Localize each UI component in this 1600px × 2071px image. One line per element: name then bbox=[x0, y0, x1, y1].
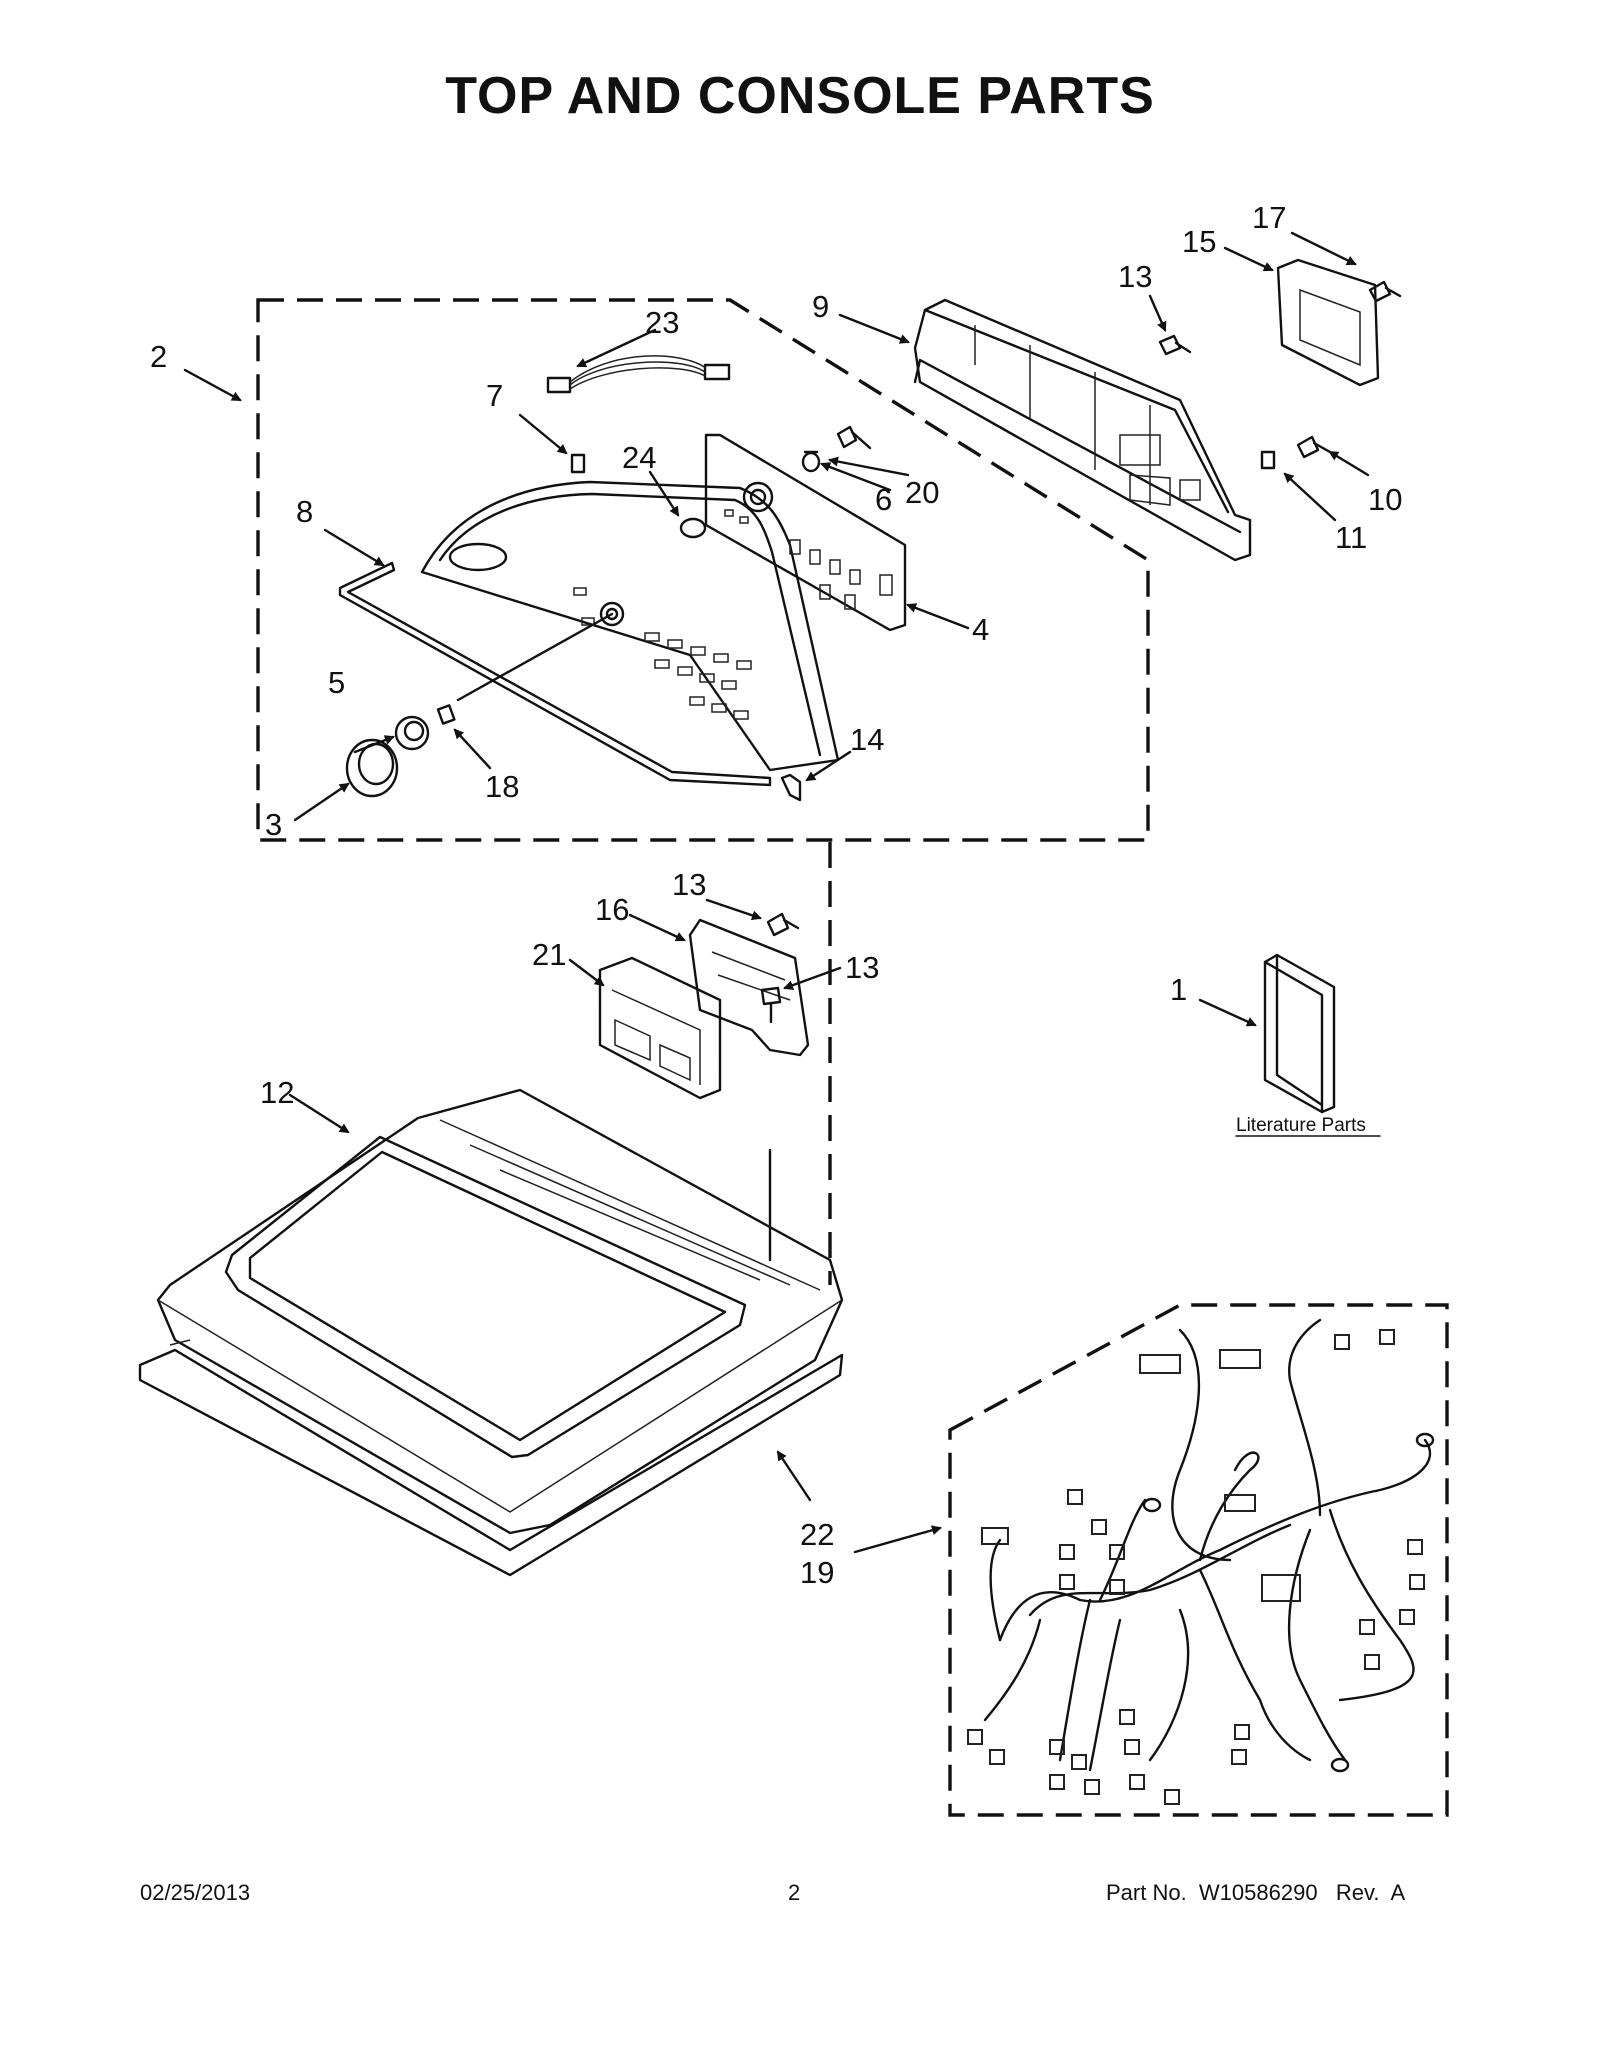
page-title: TOP AND CONSOLE PARTS bbox=[445, 67, 1155, 125]
light-pipe-ring bbox=[679, 517, 707, 539]
callout-10: 10 bbox=[1368, 482, 1402, 517]
console-back bbox=[913, 298, 1252, 562]
bracket bbox=[1276, 258, 1380, 387]
callout-12: 12 bbox=[260, 1075, 294, 1110]
knob bbox=[345, 738, 399, 798]
mounting-plate bbox=[688, 918, 810, 1057]
callout-2: 2 bbox=[150, 339, 167, 374]
callout-18: 18 bbox=[485, 769, 519, 804]
console-group-boundary bbox=[256, 298, 1150, 842]
literature-parts-label: Literature Parts bbox=[1236, 1115, 1366, 1136]
top-gasket bbox=[138, 1348, 844, 1577]
screw bbox=[760, 986, 782, 1024]
callout-20: 20 bbox=[905, 475, 939, 510]
callout-22: 22 bbox=[800, 1517, 834, 1552]
control-board bbox=[598, 956, 722, 1100]
callout-24: 24 bbox=[622, 440, 656, 475]
top-panel bbox=[156, 1088, 844, 1535]
callout-16: 16 bbox=[595, 892, 629, 927]
callout-23: 23 bbox=[645, 305, 679, 340]
callout-5: 5 bbox=[328, 665, 345, 700]
callout-7: 7 bbox=[486, 378, 503, 413]
screw bbox=[1158, 334, 1192, 356]
knob-nut bbox=[394, 715, 430, 751]
spacer bbox=[436, 704, 456, 725]
callout-8: 8 bbox=[296, 494, 313, 529]
callout-4: 4 bbox=[972, 612, 989, 647]
footer-part-number: Part No. W10586290 Rev. A bbox=[1106, 1880, 1406, 1905]
wire-clip bbox=[780, 773, 802, 802]
literature-parts-book bbox=[1263, 953, 1336, 1114]
callout-21: 21 bbox=[532, 937, 566, 972]
wire-harness-small bbox=[546, 355, 731, 394]
callout-labels: 1 2 3 4 5 6 7 8 9 10 11 12 13 13 13 14 1… bbox=[150, 200, 1402, 1590]
console-trim bbox=[338, 561, 772, 787]
callout-3: 3 bbox=[265, 807, 282, 842]
console-cover bbox=[420, 480, 840, 772]
encoder bbox=[801, 450, 821, 473]
footer-date: 02/25/2013 bbox=[140, 1880, 251, 1905]
callout-14: 14 bbox=[850, 722, 884, 757]
clip bbox=[1260, 450, 1276, 470]
screw bbox=[766, 912, 800, 937]
callout-17: 17 bbox=[1252, 200, 1286, 235]
callout-6: 6 bbox=[875, 482, 892, 517]
screw bbox=[1368, 280, 1402, 303]
connector bbox=[570, 453, 586, 474]
callout-1: 1 bbox=[1170, 972, 1187, 1007]
callout-13-middle: 13 bbox=[672, 867, 706, 902]
callout-13-right: 13 bbox=[845, 950, 879, 985]
callout-19: 19 bbox=[800, 1555, 834, 1590]
callout-13-top: 13 bbox=[1118, 259, 1152, 294]
callout-9: 9 bbox=[812, 289, 829, 324]
callout-11: 11 bbox=[1335, 520, 1367, 555]
harness-group-boundary bbox=[948, 1303, 1449, 1817]
screw bbox=[836, 425, 872, 450]
callout-15: 15 bbox=[1182, 224, 1216, 259]
leader-lines bbox=[183, 231, 1370, 1554]
main-wire-harness bbox=[967, 1318, 1435, 1805]
screw bbox=[1296, 435, 1332, 459]
footer-page-number: 2 bbox=[788, 1880, 801, 1905]
user-interface-board bbox=[704, 433, 907, 632]
